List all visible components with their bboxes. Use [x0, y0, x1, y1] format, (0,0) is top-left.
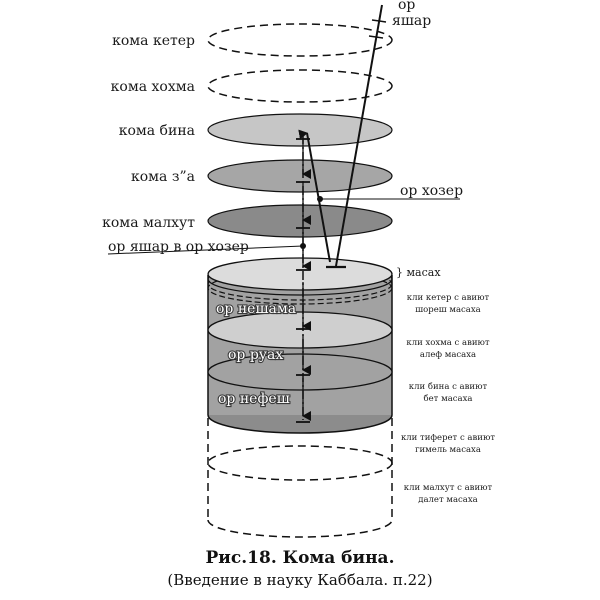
label-keter: кома кетер [112, 33, 195, 49]
masah-ring-3 [207, 267, 393, 301]
label-ruah: ор руах [228, 347, 283, 363]
note-keter-2: шореш масаха [415, 305, 480, 315]
note-bina-2: бет масаха [424, 393, 473, 404]
label-or-yashar-2: яшар [392, 13, 431, 29]
note-keter-1: кли кетер с авиют [407, 293, 490, 303]
masah-ring-4 [207, 271, 393, 305]
note-malhut-2: далет масаха [418, 495, 478, 505]
label-nefesh: ор нефеш [218, 391, 290, 407]
note-hohma-1: кли хохма с авиют [406, 338, 490, 348]
figure-caption-subtitle: (Введение в науку Каббала. п.22) [167, 571, 432, 589]
hohma-ring-dashed [207, 69, 393, 103]
label-hohma: кома хохма [111, 79, 195, 95]
label-or-yashar-1: ор [398, 0, 415, 13]
malhut-disc [207, 204, 393, 238]
or-yashar-v-or-hozer-pointer [107, 245, 304, 255]
note-tiferet-1: кли тиферет с авиют [401, 433, 495, 443]
nefesh-band-bottom [207, 414, 393, 434]
masah-disc-top [207, 257, 393, 291]
za-disc [207, 159, 393, 193]
label-or-yashar-v-or-hozer: ор яшар в ор хозер [108, 239, 249, 255]
neshama-band-bottom [207, 311, 393, 349]
label-malhut: кома малхут [102, 215, 195, 231]
label-bina: кома бина [119, 123, 195, 139]
label-or-hozer: ор хозер [400, 183, 463, 199]
note-bina-1: кли бина с авиют [409, 381, 488, 392]
malhut-ring-dashed [207, 519, 393, 538]
label-neshama: ор нешама [216, 301, 296, 317]
tiferet-ring-dashed [207, 445, 393, 481]
label-za: кома з”а [131, 169, 195, 185]
ruah-band-bottom [207, 353, 393, 391]
keter-ring-dashed [207, 23, 393, 57]
figure-caption-title: Рис.18. Кома бина. [206, 548, 395, 568]
note-hohma-2: алеф масаха [420, 350, 476, 360]
label-masah: } масах [396, 266, 441, 279]
or-yashar-ray [335, 4, 383, 267]
note-tiferet-2: гимель масаха [415, 445, 481, 455]
bina-disc [207, 113, 393, 147]
note-malhut-1: кли малхут с авиют [404, 483, 493, 493]
or-yashar-ticks [368, 19, 387, 39]
